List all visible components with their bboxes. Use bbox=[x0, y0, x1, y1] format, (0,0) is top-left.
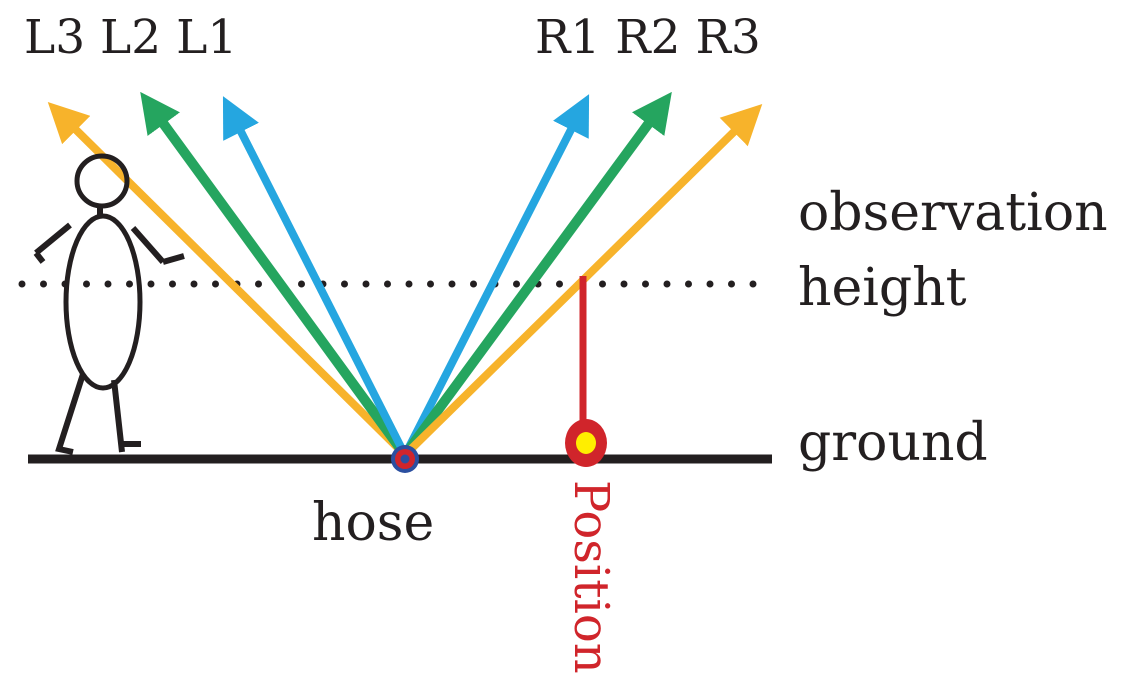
right-arrows-label: R1 R2 R3 bbox=[535, 10, 761, 65]
arrow-l1 bbox=[222, 96, 409, 457]
arrow-l3 bbox=[47, 101, 408, 458]
hose-marker bbox=[391, 445, 419, 473]
arrow-r3 bbox=[402, 103, 763, 458]
observation-label: observation bbox=[798, 183, 1108, 243]
height-label: height bbox=[798, 258, 967, 318]
person-right-leg bbox=[111, 379, 141, 453]
person-figure bbox=[33, 153, 185, 455]
left-arrows-label: L3 L2 L1 bbox=[24, 10, 238, 65]
person-right-arm bbox=[130, 226, 185, 265]
person-left-leg bbox=[55, 373, 86, 455]
ground-label: ground bbox=[798, 413, 988, 473]
person-body bbox=[63, 213, 143, 391]
position-label-wrapper: Position bbox=[563, 480, 623, 685]
arrow-l2 bbox=[140, 91, 410, 458]
arrow-r2 bbox=[400, 91, 672, 458]
person-left-arm bbox=[33, 222, 72, 264]
arrow-r1 bbox=[401, 94, 590, 457]
position-marker-center bbox=[576, 432, 596, 454]
position-label: Position bbox=[563, 480, 619, 674]
hose-label: hose bbox=[312, 493, 435, 553]
person-head bbox=[74, 153, 130, 209]
